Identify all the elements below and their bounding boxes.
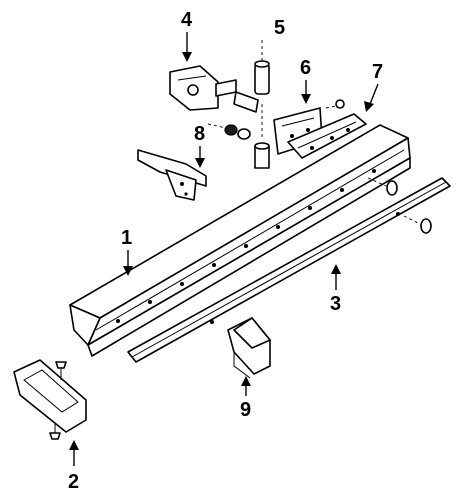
end-guard: [13, 359, 87, 440]
energy-absorber: [169, 65, 259, 113]
bumper-pad: [227, 317, 271, 379]
guard-screw-bottom-icon: [49, 432, 61, 440]
svg-text:3: 3: [330, 293, 341, 315]
callout-8: 8: [194, 123, 205, 168]
guard-screw-top-icon: [55, 361, 67, 369]
callout-9: 9: [240, 376, 251, 421]
bar-bolts: [367, 177, 432, 234]
mounting-bracket: [137, 149, 207, 201]
svg-text:4: 4: [181, 9, 193, 31]
callout-2: 2: [68, 440, 79, 493]
callout-6: 6: [300, 57, 311, 104]
svg-text:1: 1: [121, 227, 132, 249]
callout-5: 5: [274, 17, 285, 39]
callout-3: 3: [330, 264, 341, 315]
bumper-face-bar: [69, 124, 411, 357]
callout-4: 4: [181, 9, 193, 62]
svg-text:7: 7: [372, 61, 383, 83]
svg-text:6: 6: [300, 57, 311, 79]
callout-7: 7: [364, 61, 383, 112]
spacer-bolt: [254, 40, 270, 169]
svg-text:8: 8: [194, 123, 205, 145]
callout-1: 1: [121, 227, 133, 276]
svg-text:5: 5: [274, 17, 285, 39]
svg-text:2: 2: [68, 471, 79, 493]
washers: [207, 123, 251, 140]
svg-text:9: 9: [240, 399, 251, 421]
bracket-plate: [287, 99, 367, 159]
bumper-holes: [116, 169, 376, 323]
rub-strip: [127, 177, 451, 363]
